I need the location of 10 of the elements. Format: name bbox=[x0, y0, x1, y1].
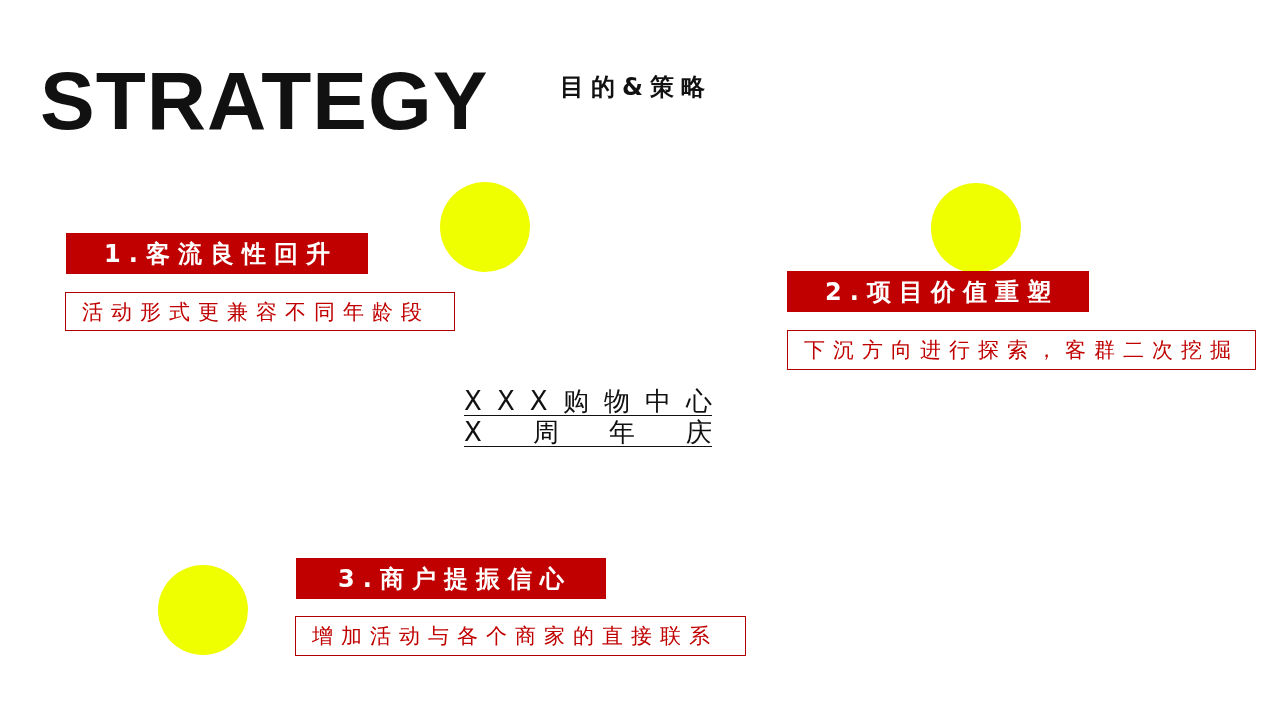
heading-banner: 2.项目价值重塑 bbox=[787, 271, 1089, 312]
text-box: 增加活动与各个商家的直接联系 bbox=[295, 616, 746, 656]
underlined-text: XXX购物中心 bbox=[464, 387, 712, 416]
text-box: 活动形式更兼容不同年龄段 bbox=[65, 292, 455, 331]
subtitle: 目的&策略 bbox=[560, 73, 712, 101]
heading-banner: 3.商户提振信心 bbox=[296, 558, 606, 599]
title: STRATEGY bbox=[40, 60, 489, 142]
heading-banner: 1.客流良性回升 bbox=[66, 233, 368, 274]
text-box: 下沉方向进行探索，客群二次挖掘 bbox=[787, 330, 1256, 370]
underlined-text: X周年庆 bbox=[464, 418, 712, 447]
